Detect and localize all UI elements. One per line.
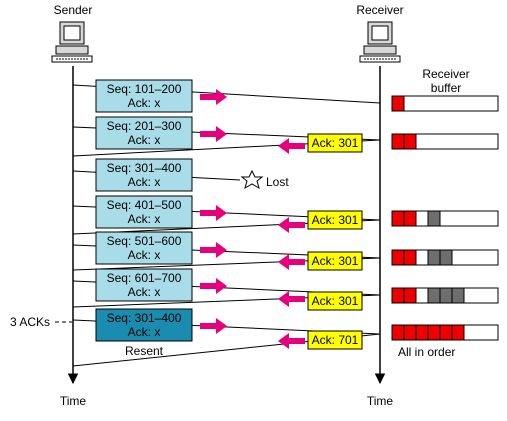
ack-label: Ack: 301 — [312, 213, 359, 227]
segment-ack: Ack: x — [128, 212, 161, 226]
ack-box-2: Ack: 301 — [307, 210, 363, 230]
ack-label: Ack: 301 — [312, 294, 359, 308]
segment-ack: Ack: x — [128, 175, 161, 189]
segment-seq: Seq: 101–200 — [107, 82, 182, 96]
segment-ack: Ack: x — [128, 285, 161, 299]
ack-box-1: Ack: 301 — [307, 133, 363, 153]
segment-seq: Seq: 401–500 — [107, 198, 182, 212]
segment-seq: Seq: 501–600 — [107, 234, 182, 248]
buffer-cell-in-order — [403, 324, 417, 341]
receiver-buffers — [391, 95, 499, 341]
buffer-cell-in-order — [451, 324, 465, 341]
buffer-cell-in-order — [391, 324, 405, 341]
receiver-time-label: Time — [367, 394, 394, 408]
ack-box-4: Ack: 301 — [307, 291, 363, 311]
buffer-cell-in-order — [391, 133, 405, 150]
receiver-buffer — [391, 287, 499, 304]
segment-6: Seq: 601–700 Ack: x — [95, 268, 193, 302]
buffer-cell-in-order — [391, 249, 405, 266]
buffer-cell-in-order — [415, 324, 429, 341]
buffer-cell-in-order — [403, 287, 417, 304]
ack-label: Ack: 301 — [312, 136, 359, 150]
buffer-cell-in-order — [391, 287, 405, 304]
buffer-cell-in-order — [391, 95, 405, 112]
segment-seq: Seq: 201–300 — [107, 119, 182, 133]
buffer-cell-in-order — [427, 324, 441, 341]
segment-2: Seq: 201–300 Ack: x — [95, 116, 193, 150]
segment-ack: Ack: x — [128, 133, 161, 147]
buffer-outline — [391, 95, 499, 112]
ack-label: Ack: 301 — [312, 254, 359, 268]
star-burst-icon — [240, 169, 264, 190]
buffer-cell-out-of-order — [427, 210, 441, 227]
buffer-cell-out-of-order — [439, 287, 453, 304]
segment-seq: Seq: 301–400 — [107, 311, 182, 325]
buffer-cell-in-order — [403, 133, 417, 150]
sender-label: Sender — [54, 3, 93, 17]
segment-seq: Seq: 301–400 — [107, 161, 182, 175]
segment-1: Seq: 101–200 Ack: x — [95, 79, 193, 113]
ack-box-5: Ack: 701 — [307, 330, 363, 350]
lost-label: Lost — [266, 175, 289, 189]
sender-time-label: Time — [60, 394, 87, 408]
receiver-buffer — [391, 324, 499, 341]
all-in-order-label: All in order — [398, 345, 455, 359]
receiver-buffer-label-1: Receiver — [422, 67, 469, 81]
receiver-label: Receiver — [356, 3, 403, 17]
buffer-cell-in-order — [403, 249, 417, 266]
ack-box-3: Ack: 301 — [307, 251, 363, 271]
buffer-cell-out-of-order — [427, 249, 441, 266]
buffer-cell-in-order — [439, 324, 453, 341]
buffer-cell-out-of-order — [439, 249, 453, 266]
receiver-buffer — [391, 210, 499, 227]
segment-ack: Ack: x — [128, 96, 161, 110]
buffer-cell-out-of-order — [427, 287, 441, 304]
magenta-arrow-icon — [200, 89, 227, 334]
segment-3: Seq: 301–400 Ack: x — [95, 158, 193, 192]
receiver-buffer-label-2: buffer — [431, 81, 461, 95]
segment-5: Seq: 501–600 Ack: x — [95, 231, 193, 265]
segment-ack: Ack: x — [128, 248, 161, 262]
receiver-buffer — [391, 133, 499, 150]
buffer-cell-in-order — [403, 210, 417, 227]
three-acks-label: 3 ACKs — [10, 315, 50, 329]
segment-7-resent: Seq: 301–400 Ack: x — [95, 308, 193, 342]
magenta-arrow-icon — [278, 138, 305, 349]
buffer-cell-in-order — [391, 210, 405, 227]
receiver-buffer — [391, 249, 499, 266]
buffer-cell-out-of-order — [451, 287, 465, 304]
segment-seq: Seq: 601–700 — [107, 271, 182, 285]
ack-label: Ack: 701 — [312, 333, 359, 347]
sender-computer-icon — [51, 21, 93, 63]
receiver-computer-icon — [359, 21, 401, 63]
resent-label: Resent — [125, 344, 164, 358]
segment-ack: Ack: x — [128, 325, 161, 339]
segment-4: Seq: 401–500 Ack: x — [95, 195, 193, 229]
receiver-buffer — [391, 95, 499, 112]
